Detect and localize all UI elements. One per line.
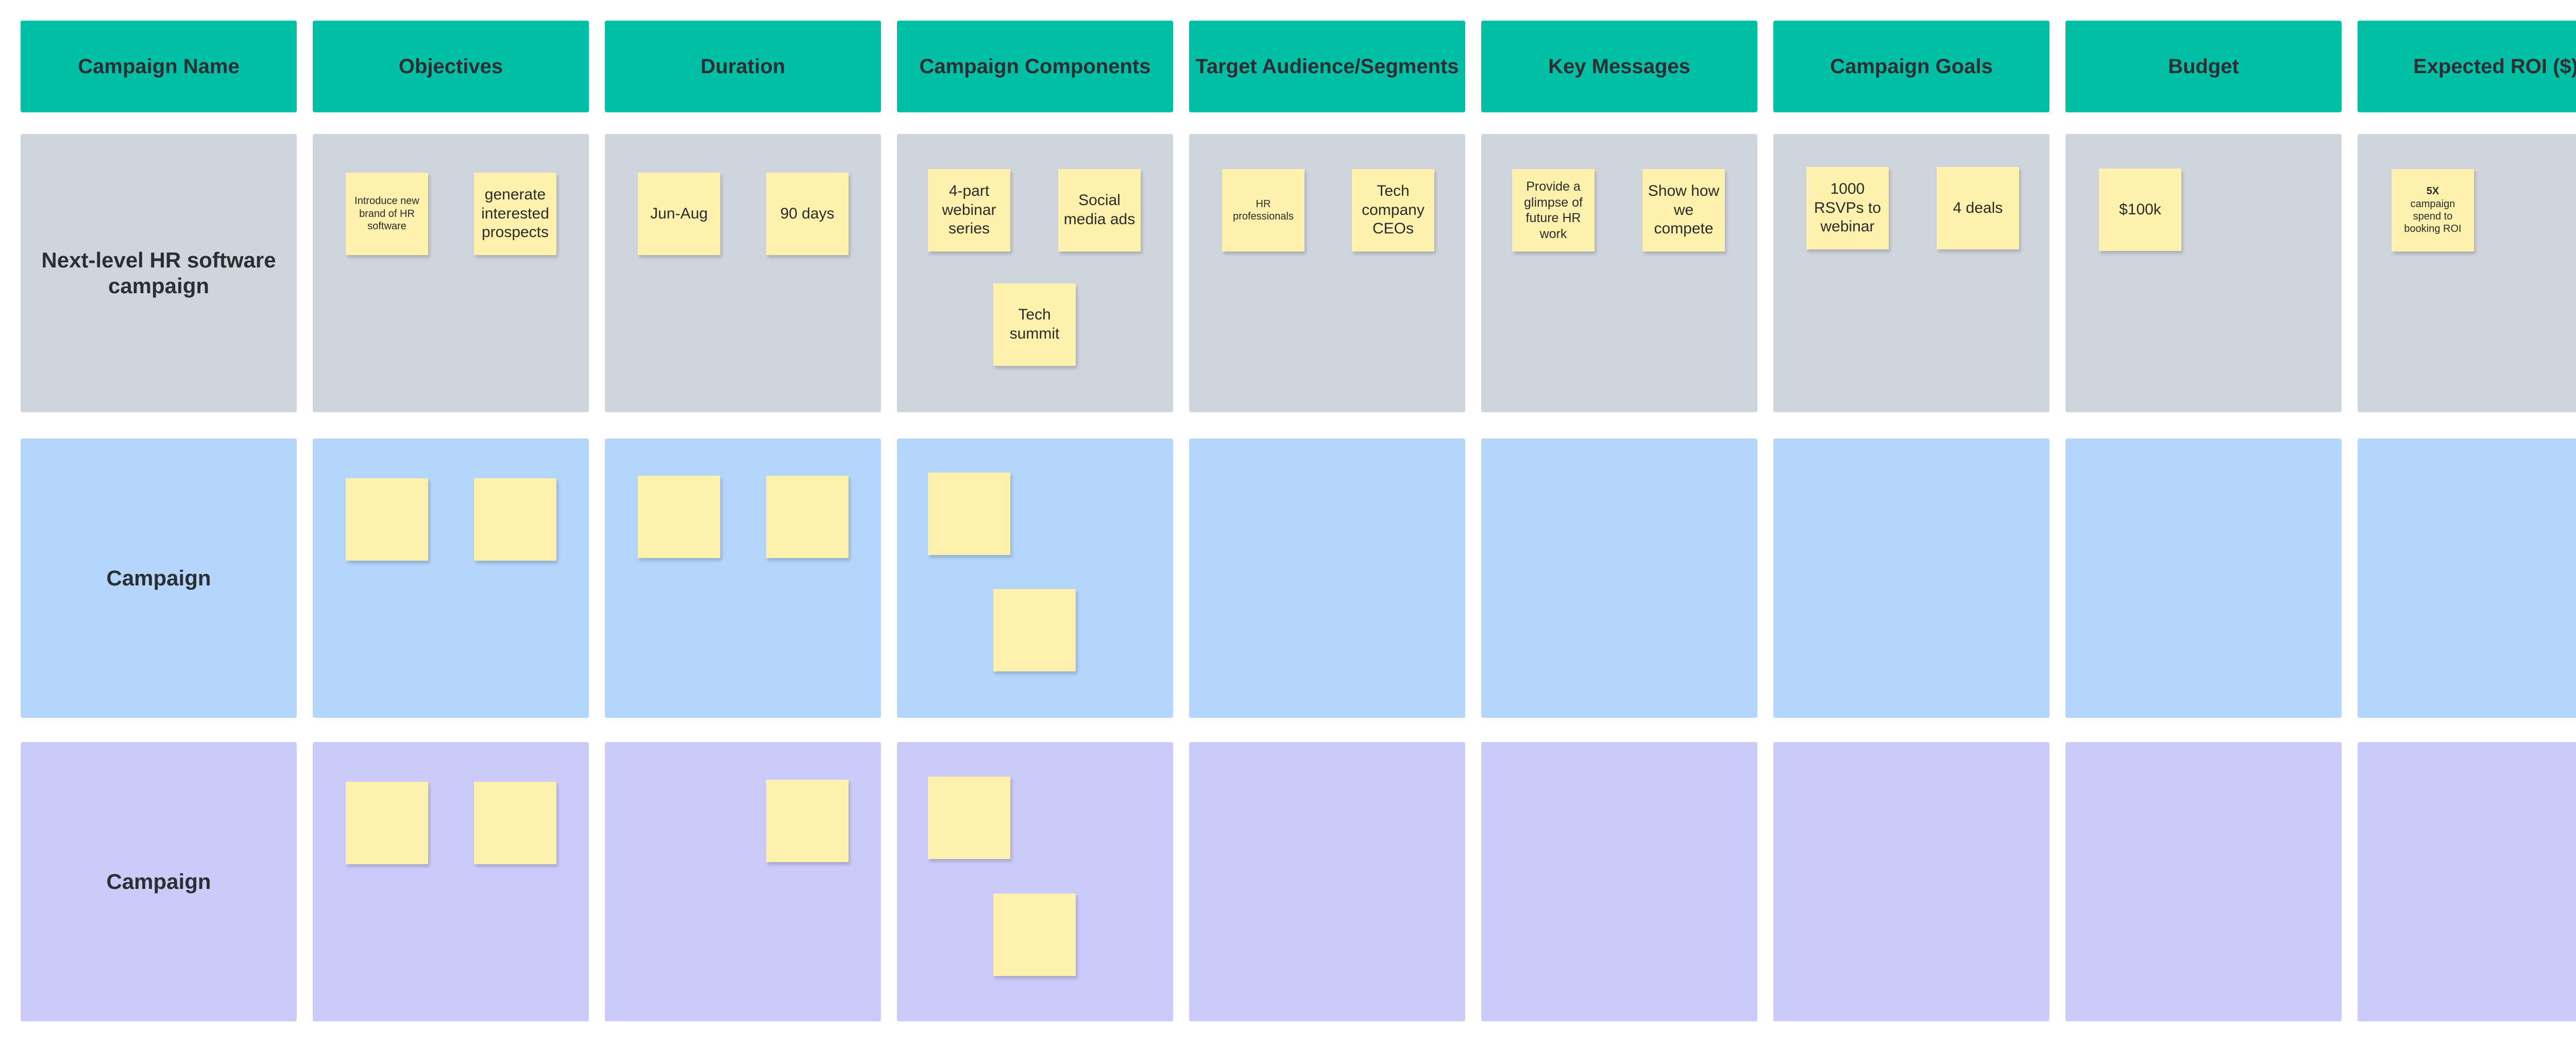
header-key-messages: Key Messages — [1481, 21, 1757, 112]
row-2-roi-cell[interactable] — [2358, 439, 2576, 718]
sticky-note[interactable]: Provide a glimpse of future HR work — [1512, 169, 1595, 251]
sticky-note[interactable]: Social media ads — [1058, 169, 1141, 251]
sticky-note[interactable]: $100k — [2099, 169, 2181, 251]
header-budget: Budget — [2065, 21, 2342, 112]
row-1-goals-cell[interactable]: 1000 RSVPs to webinar 4 deals — [1773, 134, 2049, 412]
row-3-objectives-cell[interactable] — [313, 742, 589, 1021]
row-1-messages-cell[interactable]: Provide a glimpse of future HR work Show… — [1481, 134, 1757, 412]
sticky-note[interactable] — [638, 476, 720, 558]
sticky-note[interactable]: 4-part webinar series — [928, 169, 1010, 251]
row-2-messages-cell[interactable] — [1481, 439, 1757, 718]
sticky-note[interactable]: 1000 RSVPs to webinar — [1806, 167, 1889, 249]
row-3-budget-cell[interactable] — [2065, 742, 2342, 1021]
sticky-note[interactable]: 4 deals — [1937, 167, 2019, 249]
row-1-duration-cell[interactable]: Jun-Aug 90 days — [605, 134, 881, 412]
roi-description: campaign spend to booking ROI — [2404, 198, 2462, 235]
row-1-components-cell[interactable]: 4-part webinar series Social media ads T… — [897, 134, 1173, 412]
row-2-components-cell[interactable] — [897, 439, 1173, 718]
row-2-goals-cell[interactable] — [1773, 439, 2049, 718]
sticky-note[interactable] — [474, 478, 556, 561]
sticky-note[interactable]: 90 days — [766, 173, 849, 255]
row-1-audience-cell[interactable]: HR professionals Tech company CEOs — [1189, 134, 1465, 412]
sticky-note[interactable]: generate interested prospects — [474, 173, 556, 255]
header-objectives: Objectives — [313, 21, 589, 112]
row-3-audience-cell[interactable] — [1189, 742, 1465, 1021]
row-3-duration-cell[interactable] — [605, 742, 881, 1021]
sticky-note[interactable]: Introduce new brand of HR software — [346, 173, 428, 255]
header-expected-roi: Expected ROI ($) — [2358, 21, 2576, 112]
row-3-roi-cell[interactable] — [2358, 742, 2576, 1021]
sticky-note[interactable]: HR professionals — [1222, 169, 1304, 251]
sticky-note[interactable] — [346, 782, 428, 864]
sticky-note[interactable] — [346, 478, 428, 561]
sticky-note[interactable]: 5X campaign spend to booking ROI — [2392, 169, 2474, 251]
row-3-components-cell[interactable] — [897, 742, 1173, 1021]
row-2-audience-cell[interactable] — [1189, 439, 1465, 718]
sticky-note[interactable]: Tech company CEOs — [1352, 169, 1434, 251]
sticky-note[interactable] — [474, 782, 556, 864]
sticky-note[interactable]: Tech summit — [993, 283, 1076, 366]
sticky-note[interactable]: Show how we compete — [1642, 169, 1725, 251]
row-3-messages-cell[interactable] — [1481, 742, 1757, 1021]
sticky-note[interactable] — [766, 780, 849, 862]
header-target-audience: Target Audience/Segments — [1189, 21, 1465, 112]
row-2-objectives-cell[interactable] — [313, 439, 589, 718]
header-campaign-goals: Campaign Goals — [1773, 21, 2049, 112]
row-1-roi-cell[interactable]: 5X campaign spend to booking ROI — [2358, 134, 2576, 412]
row-2-duration-cell[interactable] — [605, 439, 881, 718]
row-1-campaign-name[interactable]: Next-level HR software campaign — [21, 134, 297, 412]
sticky-note[interactable] — [766, 476, 849, 558]
sticky-note[interactable] — [928, 473, 1010, 555]
sticky-note[interactable]: Jun-Aug — [638, 173, 720, 255]
header-duration: Duration — [605, 21, 881, 112]
sticky-note[interactable] — [993, 589, 1076, 671]
header-campaign-name: Campaign Name — [21, 21, 297, 112]
roi-value: 5X — [2426, 186, 2439, 197]
header-campaign-components: Campaign Components — [897, 21, 1173, 112]
sticky-note[interactable] — [993, 894, 1076, 976]
row-3-campaign-name[interactable]: Campaign — [21, 742, 297, 1021]
sticky-note[interactable] — [928, 777, 1010, 859]
row-1-objectives-cell[interactable]: Introduce new brand of HR software gener… — [313, 134, 589, 412]
row-3-goals-cell[interactable] — [1773, 742, 2049, 1021]
row-1-budget-cell[interactable]: $100k — [2065, 134, 2342, 412]
row-2-campaign-name[interactable]: Campaign — [21, 439, 297, 718]
row-2-budget-cell[interactable] — [2065, 439, 2342, 718]
